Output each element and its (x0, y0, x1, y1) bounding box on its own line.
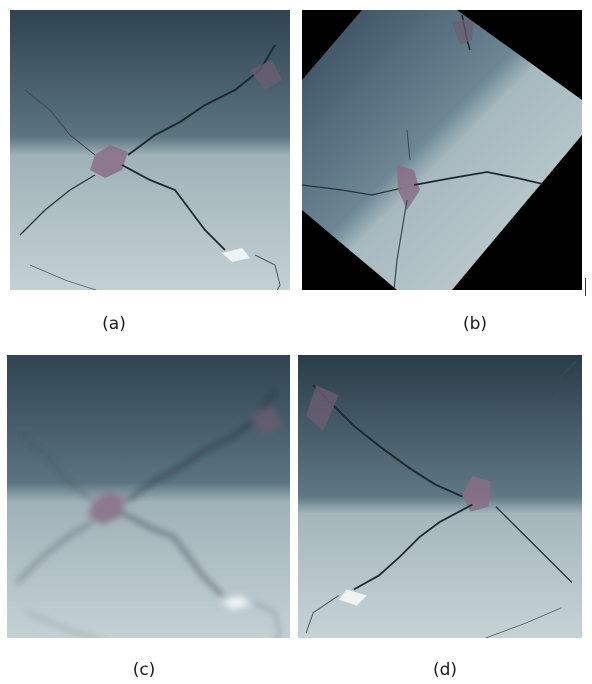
panel-c-image (7, 355, 290, 638)
stray-mark (585, 278, 586, 296)
caption-b: (b) (462, 314, 488, 334)
caption-d: (d) (432, 660, 458, 680)
panel-b-image (302, 10, 582, 290)
caption-c: (c) (132, 660, 156, 680)
panel-a-image (10, 10, 290, 290)
panel-d-image (298, 355, 582, 638)
caption-a: (a) (102, 314, 126, 334)
